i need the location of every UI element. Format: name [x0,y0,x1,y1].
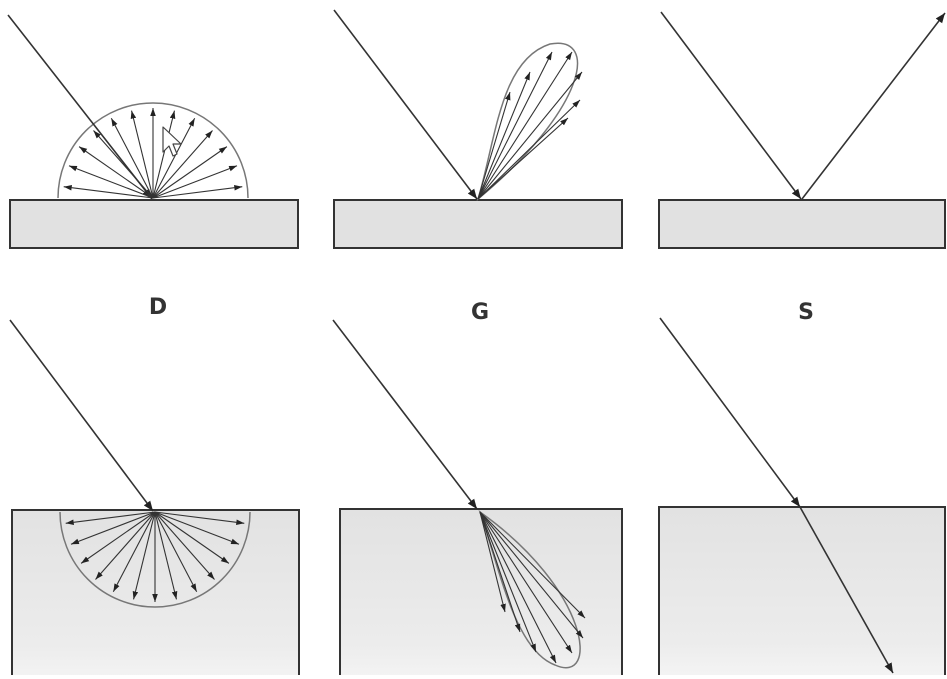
surface-specular-reflect [658,199,946,249]
glossy-transmit-ray [479,511,586,619]
diffuse-reflect-ray [152,117,196,199]
glossy-transmit-ray [479,511,537,653]
diffuse-transmit-lobe [59,511,251,608]
glossy-reflect-ray [477,51,553,200]
glossy-reflect-ray [477,71,583,200]
diffuse-reflect-ray [152,165,238,199]
diffuse-reflect-ray [130,110,154,199]
diffuse-reflect-ray [152,110,176,199]
diffuse-reflect-ray [93,130,154,199]
diffuse-transmit-ray [154,511,230,564]
diffuse-reflect-ray [152,184,243,199]
diffuse-transmit-ray [154,511,178,600]
glossy-reflect-ray [477,71,531,200]
diffuse-reflect-ray [152,146,228,199]
diffuse-reflect-lobe [57,102,249,199]
diffuse-transmit-ray [65,511,156,526]
diffuse-transmit-ray [112,511,156,593]
diffuse-transmit-ray [132,511,156,600]
glossy-transmit-ray [479,511,573,654]
incident-ray-diffuse-transmit [9,319,154,512]
diffuse-reflect-ray [110,117,154,199]
diffuse-reflect-ray [78,146,154,199]
diffuse-transmit-ray [154,511,240,545]
glossy-transmit-ray [479,511,557,664]
diffuse-transmit-ray [154,511,215,580]
mouse-pointer-icon [162,126,182,157]
glossy-reflect-ray [477,117,569,200]
glossy-transmit-ray [479,511,506,613]
label-specular: S [798,300,814,325]
glossy-transmit-ray [479,511,584,639]
glossy-reflect-lobe [476,42,579,202]
diffuse-reflect-ray [63,184,154,199]
diffuse-reflect-ray [68,165,154,199]
glossy-transmit-lobe [478,510,581,669]
glossy-reflect-ray [477,51,573,200]
diffuse-transmit-ray [80,511,156,564]
label-diffuse: D [148,295,168,320]
medium-specular-transmit [658,506,946,679]
diffuse-transmit-ray [95,511,156,580]
incident-ray-glossy-reflect [333,9,478,200]
diffuse-transmit-ray [154,511,245,526]
glossy-reflect-ray [477,91,511,200]
specular-reflected-ray [801,12,946,200]
incident-ray-diffuse-reflect [7,14,153,200]
incident-ray-glossy-transmit [332,319,478,510]
scatter-rays [63,51,586,664]
glossy-transmit-ray [479,511,521,633]
incident-ray-specular-reflect [660,11,802,200]
incident-ray-specular-transmit [659,317,801,508]
diffuse-reflect-ray [152,130,213,199]
glossy-reflect-ray [477,99,581,200]
diffuse-transmit-ray [154,511,198,593]
diffuse-transmit-ray [70,511,156,545]
surface-glossy-reflect [333,199,623,249]
label-glossy: G [470,300,490,325]
specular-refracted-ray [799,506,894,674]
surface-diffuse-reflect [9,199,299,249]
medium-glossy-transmit [339,508,623,679]
